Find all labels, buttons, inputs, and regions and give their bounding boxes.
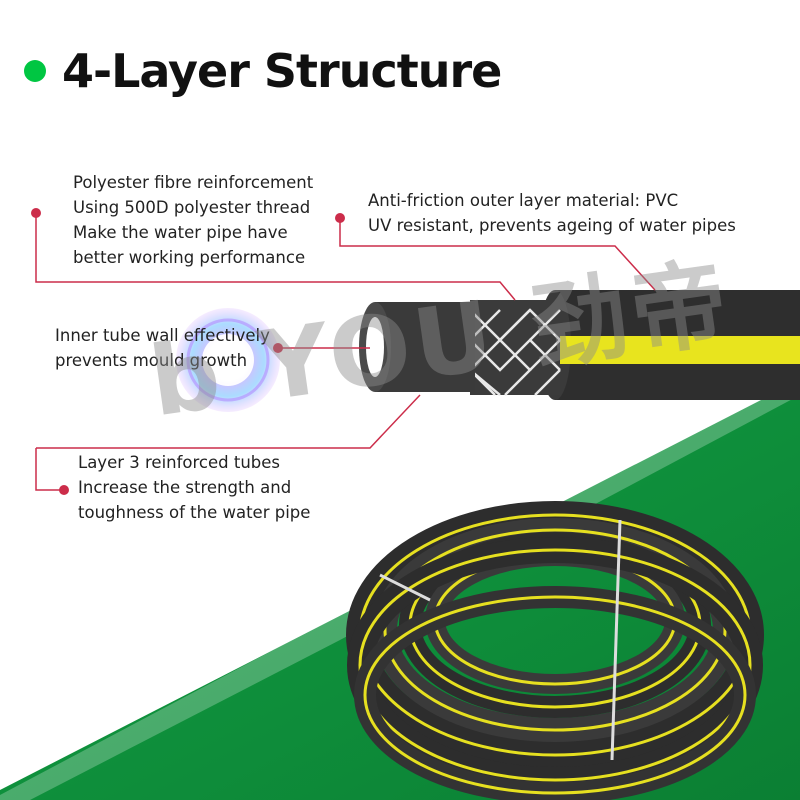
hose-coil-icon — [346, 501, 764, 800]
callout-line: Layer 3 reinforced tubes — [78, 453, 281, 472]
title-row: 4-Layer Structure — [24, 44, 502, 98]
callout-line: better working performance — [73, 248, 306, 267]
callout-line: Anti-friction outer layer material: PVC — [368, 191, 679, 210]
bullet-dot-icon — [24, 60, 46, 82]
callout-layer3: Layer 3 reinforced tubes Increase the st… — [78, 450, 310, 525]
callout-line: toughness of the water pipe — [78, 503, 311, 522]
callout-outer-layer: Anti-friction outer layer material: PVC … — [368, 188, 736, 238]
callout-polyester: Polyester fibre reinforcement Using 500D… — [73, 170, 313, 270]
callout-line: Inner tube wall effectively — [55, 326, 270, 345]
page-title: 4-Layer Structure — [62, 44, 502, 98]
callout-line: UV resistant, prevents ageing of water p… — [368, 216, 736, 235]
callout-line: Make the water pipe have — [73, 223, 288, 242]
callout-line: Polyester fibre reinforcement — [73, 173, 314, 192]
callout-line: Using 500D polyester thread — [73, 198, 311, 217]
callout-line: Increase the strength and — [78, 478, 292, 497]
inner-tube-ring-icon — [176, 308, 280, 412]
callout-inner-tube: Inner tube wall effectively prevents mou… — [55, 323, 270, 373]
callout-line: prevents mould growth — [55, 351, 248, 370]
hose-cross-section-icon — [359, 290, 800, 400]
